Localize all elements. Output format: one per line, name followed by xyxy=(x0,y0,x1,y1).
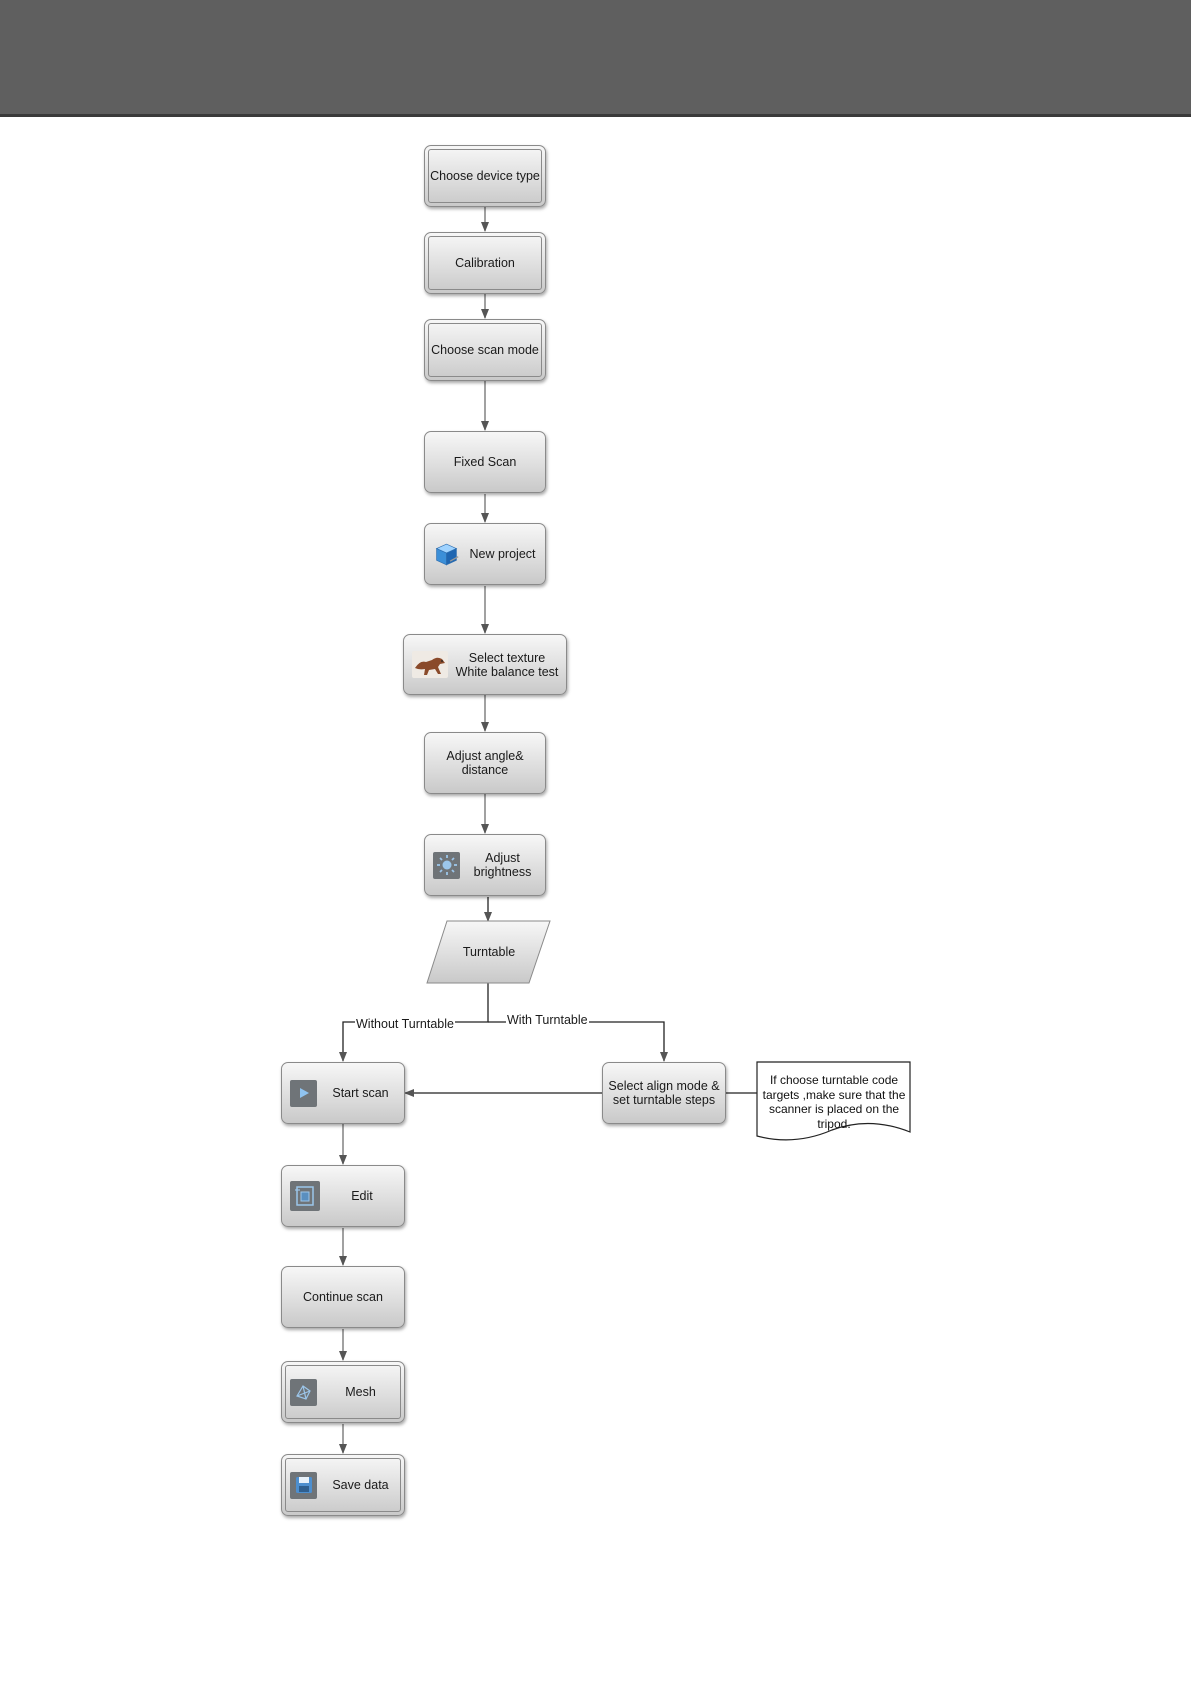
choose-scan-mode-node: Choose scan mode xyxy=(424,319,546,381)
new-project-label: New project xyxy=(469,547,536,561)
choose-device-type-label: Choose device type xyxy=(430,169,540,183)
adjust-brightness-label: Adjust brightness xyxy=(460,851,545,879)
select-align-line-2: set turntable steps xyxy=(612,1093,716,1107)
select-texture-label: Select texture White balance test xyxy=(448,651,566,679)
save-data-label: Save data xyxy=(332,1478,389,1492)
save-data-node: Save data xyxy=(281,1454,405,1516)
fixed-scan-node: Fixed Scan xyxy=(424,431,546,493)
mesh-node: Mesh xyxy=(281,1361,405,1423)
continue-scan-node: Continue scan xyxy=(281,1266,405,1328)
dinosaur-icon xyxy=(412,651,448,678)
choose-scan-mode-label: Choose scan mode xyxy=(431,343,539,357)
turntable-decision-shape xyxy=(426,920,551,984)
select-texture-line-2: White balance test xyxy=(455,664,559,679)
new-project-node: New project xyxy=(424,523,546,585)
edit-node: Edit xyxy=(281,1165,405,1227)
edit-label: Edit xyxy=(351,1189,373,1203)
floppy-disk-icon xyxy=(290,1471,317,1499)
select-align-mode-node: Select align mode & set turntable steps xyxy=(602,1062,726,1124)
select-texture-line-1: Select texture xyxy=(468,650,546,665)
choose-device-type-node: Choose device type xyxy=(424,145,546,207)
adjust-angle-label: Adjust angle& distance xyxy=(446,749,523,777)
start-scan-label: Start scan xyxy=(332,1086,389,1100)
adjust-angle-node: Adjust angle& distance xyxy=(424,732,546,794)
note-shape xyxy=(756,1061,911,1141)
with-turntable-label: With Turntable xyxy=(506,1013,589,1027)
edit-icon xyxy=(290,1181,320,1211)
fixed-scan-label: Fixed Scan xyxy=(453,455,517,469)
turntable-label: Turntable xyxy=(462,945,516,959)
without-turntable-label: Without Turntable xyxy=(355,1017,455,1031)
select-align-label: Select align mode & set turntable steps xyxy=(608,1079,719,1107)
adjust-brightness-line-2: brightness xyxy=(473,865,532,879)
adjust-angle-line-2: distance xyxy=(461,763,509,777)
start-scan-node: Start scan xyxy=(281,1062,405,1124)
calibration-label: Calibration xyxy=(455,256,515,270)
play-icon xyxy=(290,1079,317,1107)
header-bar xyxy=(0,0,1191,117)
select-align-line-1: Select align mode & xyxy=(608,1079,720,1093)
adjust-angle-line-1: Adjust angle& xyxy=(446,749,524,763)
cube-icon xyxy=(433,541,460,568)
branch-with-turntable xyxy=(488,1021,668,1062)
mesh-label: Mesh xyxy=(345,1385,376,1399)
mesh-icon xyxy=(290,1378,317,1406)
sun-icon xyxy=(433,851,460,879)
calibration-node: Calibration xyxy=(424,232,546,294)
continue-scan-label: Continue scan xyxy=(303,1290,383,1304)
turntable-note: If choose turntable code targets ,make s… xyxy=(762,1073,906,1131)
select-texture-node: Select texture White balance test xyxy=(403,634,567,695)
adjust-brightness-node: Adjust brightness xyxy=(424,834,546,896)
adjust-brightness-line-1: Adjust xyxy=(485,851,520,865)
